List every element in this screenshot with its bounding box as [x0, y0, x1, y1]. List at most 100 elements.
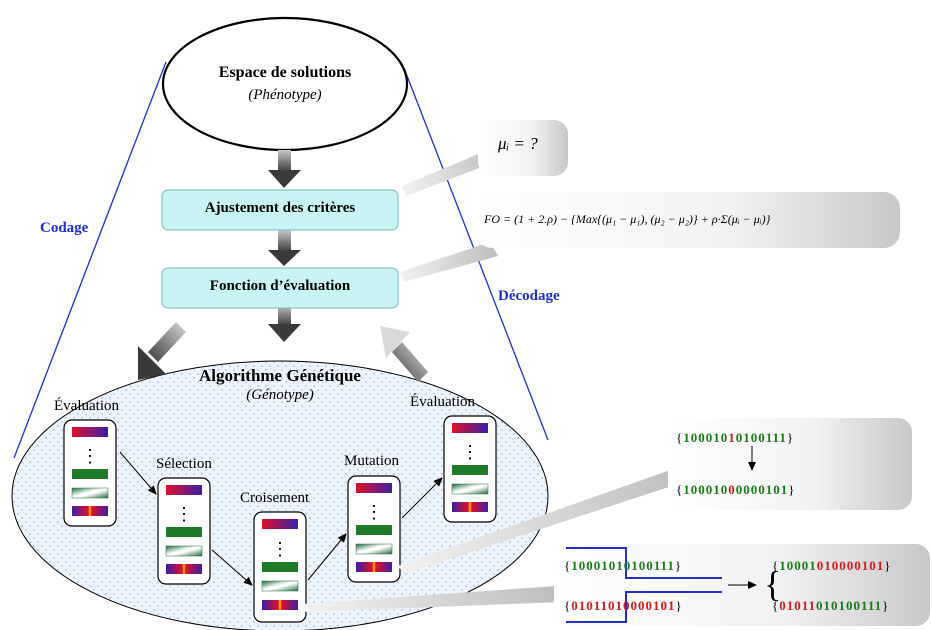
solution-space-subtitle: (Phénotype) [248, 87, 322, 103]
chromosome-bar [165, 545, 203, 557]
mutation-callout-beam [398, 468, 690, 574]
chromosome-bar [452, 423, 488, 433]
chromosome-bar [72, 469, 108, 479]
flow-arrow [211, 549, 253, 586]
eval-box [161, 267, 399, 309]
chromosome-bar [356, 483, 392, 493]
arrow-phenotype-to-adjust [268, 150, 301, 188]
column-eval-right: ⋮ [443, 415, 497, 523]
brace-open: { [676, 482, 684, 497]
genes: 010100111 [816, 598, 883, 613]
ga-subtitle: (Génotype) [246, 387, 314, 403]
arrow-eval-up-right [380, 326, 428, 382]
genes: 01011 [779, 598, 817, 613]
chromosome-bar [262, 600, 298, 610]
mu-callout-text: μᵢ = ? [498, 134, 538, 153]
arrow-adjust-to-eval [268, 230, 301, 266]
svg-text:⋮: ⋮ [271, 539, 289, 559]
column-eval-left: ⋮ [63, 419, 117, 527]
mutation-example-callout [668, 418, 912, 510]
flow-arrow [307, 533, 347, 581]
chromosome-bar [166, 564, 202, 574]
coding-label: Codage [40, 220, 89, 236]
svg-text:⋮: ⋮ [81, 446, 99, 466]
mutated-gene: 0 [728, 482, 736, 497]
chromosome-bar [261, 580, 299, 592]
adjust-callout-beam [402, 150, 500, 196]
brace-close: } [882, 598, 890, 613]
mu-callout [478, 120, 568, 176]
coding-line [13, 61, 167, 459]
chromosome-bar [72, 427, 108, 437]
brace-open: { [564, 598, 572, 613]
genes: 010000101 [816, 558, 885, 573]
ga-title: Algorithme Génétique [199, 366, 361, 385]
brace-close: } [675, 598, 683, 613]
brace-open: { [772, 598, 780, 613]
genes: 100010 [683, 430, 729, 445]
crossover-child-2: {01011010100111} [772, 598, 889, 614]
genes: 010000101 [608, 598, 676, 613]
formula-callout [476, 192, 900, 248]
brace-close: } [674, 558, 683, 573]
arrow-eval-to-ga [268, 304, 301, 342]
crossover-cut-line-top [566, 547, 722, 579]
flow-arrow [119, 451, 157, 495]
crossover-cut-line-bottom [566, 591, 722, 623]
column-mutation: ⋮ [347, 475, 401, 583]
mutation-after: {10001000000101} [676, 482, 796, 498]
genes: 0100111 [735, 430, 787, 445]
genes: 010100111 [608, 558, 675, 573]
svg-text:⋮: ⋮ [175, 504, 193, 524]
svg-text:⋮: ⋮ [461, 442, 479, 462]
genes: 0000101 [735, 482, 789, 497]
crossover-parent-1: {10001010100111} [564, 558, 682, 574]
crossover-brace: { [764, 564, 781, 604]
chromosome-bar [452, 465, 488, 475]
eval-box-label: Fonction d’évaluation [209, 278, 351, 294]
crossover-parent-2: {01011010000101} [564, 598, 683, 614]
chromosome-bar [166, 527, 202, 537]
adjust-box-label: Ajustement des critères [204, 200, 356, 216]
step-evaluation-left: Évaluation [54, 398, 119, 414]
brace-open: { [772, 558, 780, 573]
arrow-eval-down-left [138, 322, 186, 380]
eval-callout-beam [400, 242, 498, 282]
genes: 100010 [683, 482, 729, 497]
formula-text: FO = (1 + 2.ρ) − {Max{(μ₁ − μ₁), (μ₂ − μ… [484, 212, 771, 226]
chromosome-bar [72, 506, 108, 516]
step-crossover: Croisement [240, 490, 310, 506]
chromosome-bar [355, 543, 393, 555]
mutation-before: {10001010100111} [676, 430, 794, 446]
step-selection: Sélection [156, 456, 212, 472]
chromosome-bar [71, 487, 109, 499]
mutated-gene: 1 [728, 430, 736, 445]
brace-open: { [676, 430, 684, 445]
brace-close: } [788, 482, 796, 497]
chromosome-bar [452, 502, 488, 512]
chromosome-bar [262, 562, 298, 572]
brace-close: } [786, 430, 795, 445]
brace-open: { [564, 558, 572, 573]
genes: 01011 [571, 598, 609, 613]
solution-space-title: Espace de solutions [218, 64, 352, 81]
crossover-child-1: {10001010000101} [772, 558, 892, 574]
chromosome-bar [356, 562, 392, 572]
genes: 10001 [779, 558, 817, 573]
chromosome-bar [451, 483, 489, 495]
crossover-callout-beam [302, 586, 562, 612]
chromosome-bar [262, 519, 298, 529]
adjust-box [161, 189, 399, 231]
step-evaluation-right: Évaluation [410, 394, 475, 410]
brace-close: } [884, 558, 892, 573]
phenotype-ellipse [161, 16, 409, 152]
column-selection: ⋮ [157, 477, 211, 585]
svg-text:⋮: ⋮ [365, 502, 383, 522]
column-crossover: ⋮ [253, 511, 307, 623]
chromosome-bar [166, 485, 202, 495]
step-mutation: Mutation [344, 453, 399, 469]
flow-arrow [401, 477, 443, 519]
decoding-label: Décodage [498, 288, 560, 304]
genes: 10001 [571, 558, 609, 573]
